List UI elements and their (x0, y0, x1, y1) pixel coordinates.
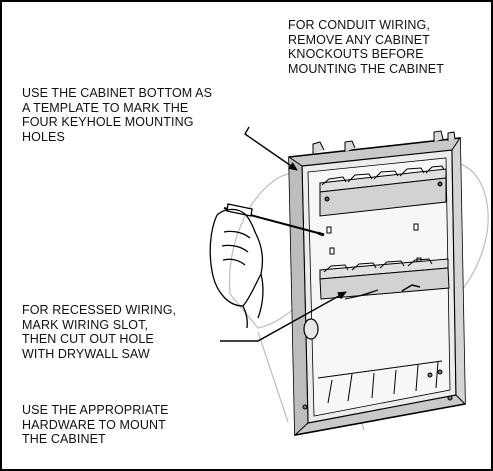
bottom-ribs (302, 360, 453, 410)
hardware-note-line: HARDWARE TO MOUNT (22, 417, 166, 432)
upper-channel (319, 165, 447, 217)
conduit-note-line: MOUNTING THE CABINET (288, 61, 444, 76)
recessed-note-line: WITH DRYWALL SAW (22, 346, 150, 361)
hardware-note-line: USE THE APPROPRIATE (22, 403, 169, 417)
hardware-note: USE THE APPROPRIATE HARDWARE TO MOUNT TH… (22, 403, 169, 447)
hardware-note-line: THE CABINET (22, 432, 106, 446)
recessed-arrow (220, 291, 347, 342)
conduit-wiring-note: FOR CONDUIT WIRING, REMOVE ANY CABINET K… (288, 18, 444, 76)
template-note-line: HOLES (22, 129, 65, 144)
template-note-line: A TEMPLATE TO MARK THE (22, 100, 189, 115)
conduit-note-line: KNOCKOUTS BEFORE (288, 47, 424, 61)
lower-channel (319, 258, 450, 300)
template-note-line: USE THE CABINET BOTTOM AS (22, 86, 213, 100)
template-arrow (244, 126, 298, 171)
hand-with-screwdriver (209, 203, 325, 329)
recessed-note-line: THEN CUT OUT HOLE (22, 332, 154, 346)
knockout (303, 318, 319, 340)
conduit-note-line: FOR CONDUIT WIRING, (288, 18, 430, 32)
recessed-note-line: MARK WIRING SLOT, (22, 317, 149, 332)
template-note-line: FOUR KEYHOLE MOUNTING (22, 115, 194, 129)
recessed-note-line: FOR RECESSED WIRING, (22, 303, 177, 317)
recessed-wiring-note: FOR RECESSED WIRING, MARK WIRING SLOT, T… (22, 303, 176, 361)
conduit-note-line: REMOVE ANY CABINET (288, 32, 430, 47)
template-note: USE THE CABINET BOTTOM AS A TEMPLATE TO … (22, 86, 212, 144)
